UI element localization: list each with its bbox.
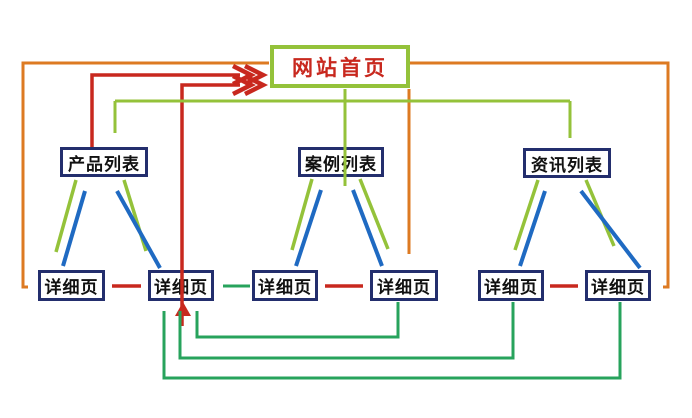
node-detail-6: 详细页 <box>585 270 651 301</box>
arrow-detail-4-to-case-list <box>351 189 384 267</box>
arrow-detail-4-to-detail-2 <box>195 302 400 339</box>
red-chevron-icon <box>231 73 257 97</box>
arrow-detail-6-to-detail-2 <box>162 302 622 380</box>
arrow-detail-5-to-info-list <box>518 190 547 267</box>
node-detail-2: 详细页 <box>148 270 214 301</box>
red-chevron-icon <box>243 63 269 87</box>
node-detail-1-label: 详细页 <box>44 278 99 298</box>
red-chevron-icon <box>243 73 269 97</box>
node-detail-3: 详细页 <box>252 270 318 301</box>
arrow-product-list-to-detail-1 <box>54 179 78 253</box>
node-case-list-label: 案例列表 <box>305 154 377 175</box>
node-info-list-label: 资讯列表 <box>531 155 603 176</box>
arrow-case-list-to-detail-4 <box>358 178 390 250</box>
red-up-arrowhead-icon <box>175 302 191 316</box>
node-detail-2-label: 详细页 <box>154 278 208 298</box>
arrow-product-list-to-home <box>90 73 240 147</box>
arrow-detail-2-to-product-list <box>115 190 162 269</box>
arrow-detail-1-to-product-list <box>61 190 87 267</box>
node-product-list: 产品列表 <box>60 147 148 177</box>
arrow-info-list-to-detail-6 <box>584 179 616 247</box>
node-detail-5: 详细页 <box>478 270 544 301</box>
node-home-label: 网站首页 <box>292 55 388 80</box>
node-detail-4-label: 详细页 <box>377 278 431 298</box>
node-case-list: 案例列表 <box>298 147 384 177</box>
node-home: 网站首页 <box>270 45 410 88</box>
node-detail-1: 详细页 <box>38 270 105 301</box>
arrow-detail-6-to-info-list <box>579 189 642 270</box>
arrow-product-list-to-detail-2 <box>122 179 148 252</box>
node-detail-4: 详细页 <box>370 270 438 301</box>
node-product-list-label: 产品列表 <box>68 154 140 175</box>
arrow-info-list-to-detail-5 <box>513 179 540 251</box>
arrow-case-list-to-detail-3 <box>290 178 314 251</box>
arrow-detail-5-to-detail-2 <box>178 302 515 360</box>
red-chevron-icon <box>231 63 257 87</box>
node-detail-5-label: 详细页 <box>484 278 538 298</box>
node-info-list: 资讯列表 <box>523 148 611 178</box>
node-detail-6-label: 详细页 <box>591 278 645 298</box>
arrow-detail-3-to-case-list <box>294 189 323 267</box>
node-detail-3-label: 详细页 <box>258 278 312 298</box>
